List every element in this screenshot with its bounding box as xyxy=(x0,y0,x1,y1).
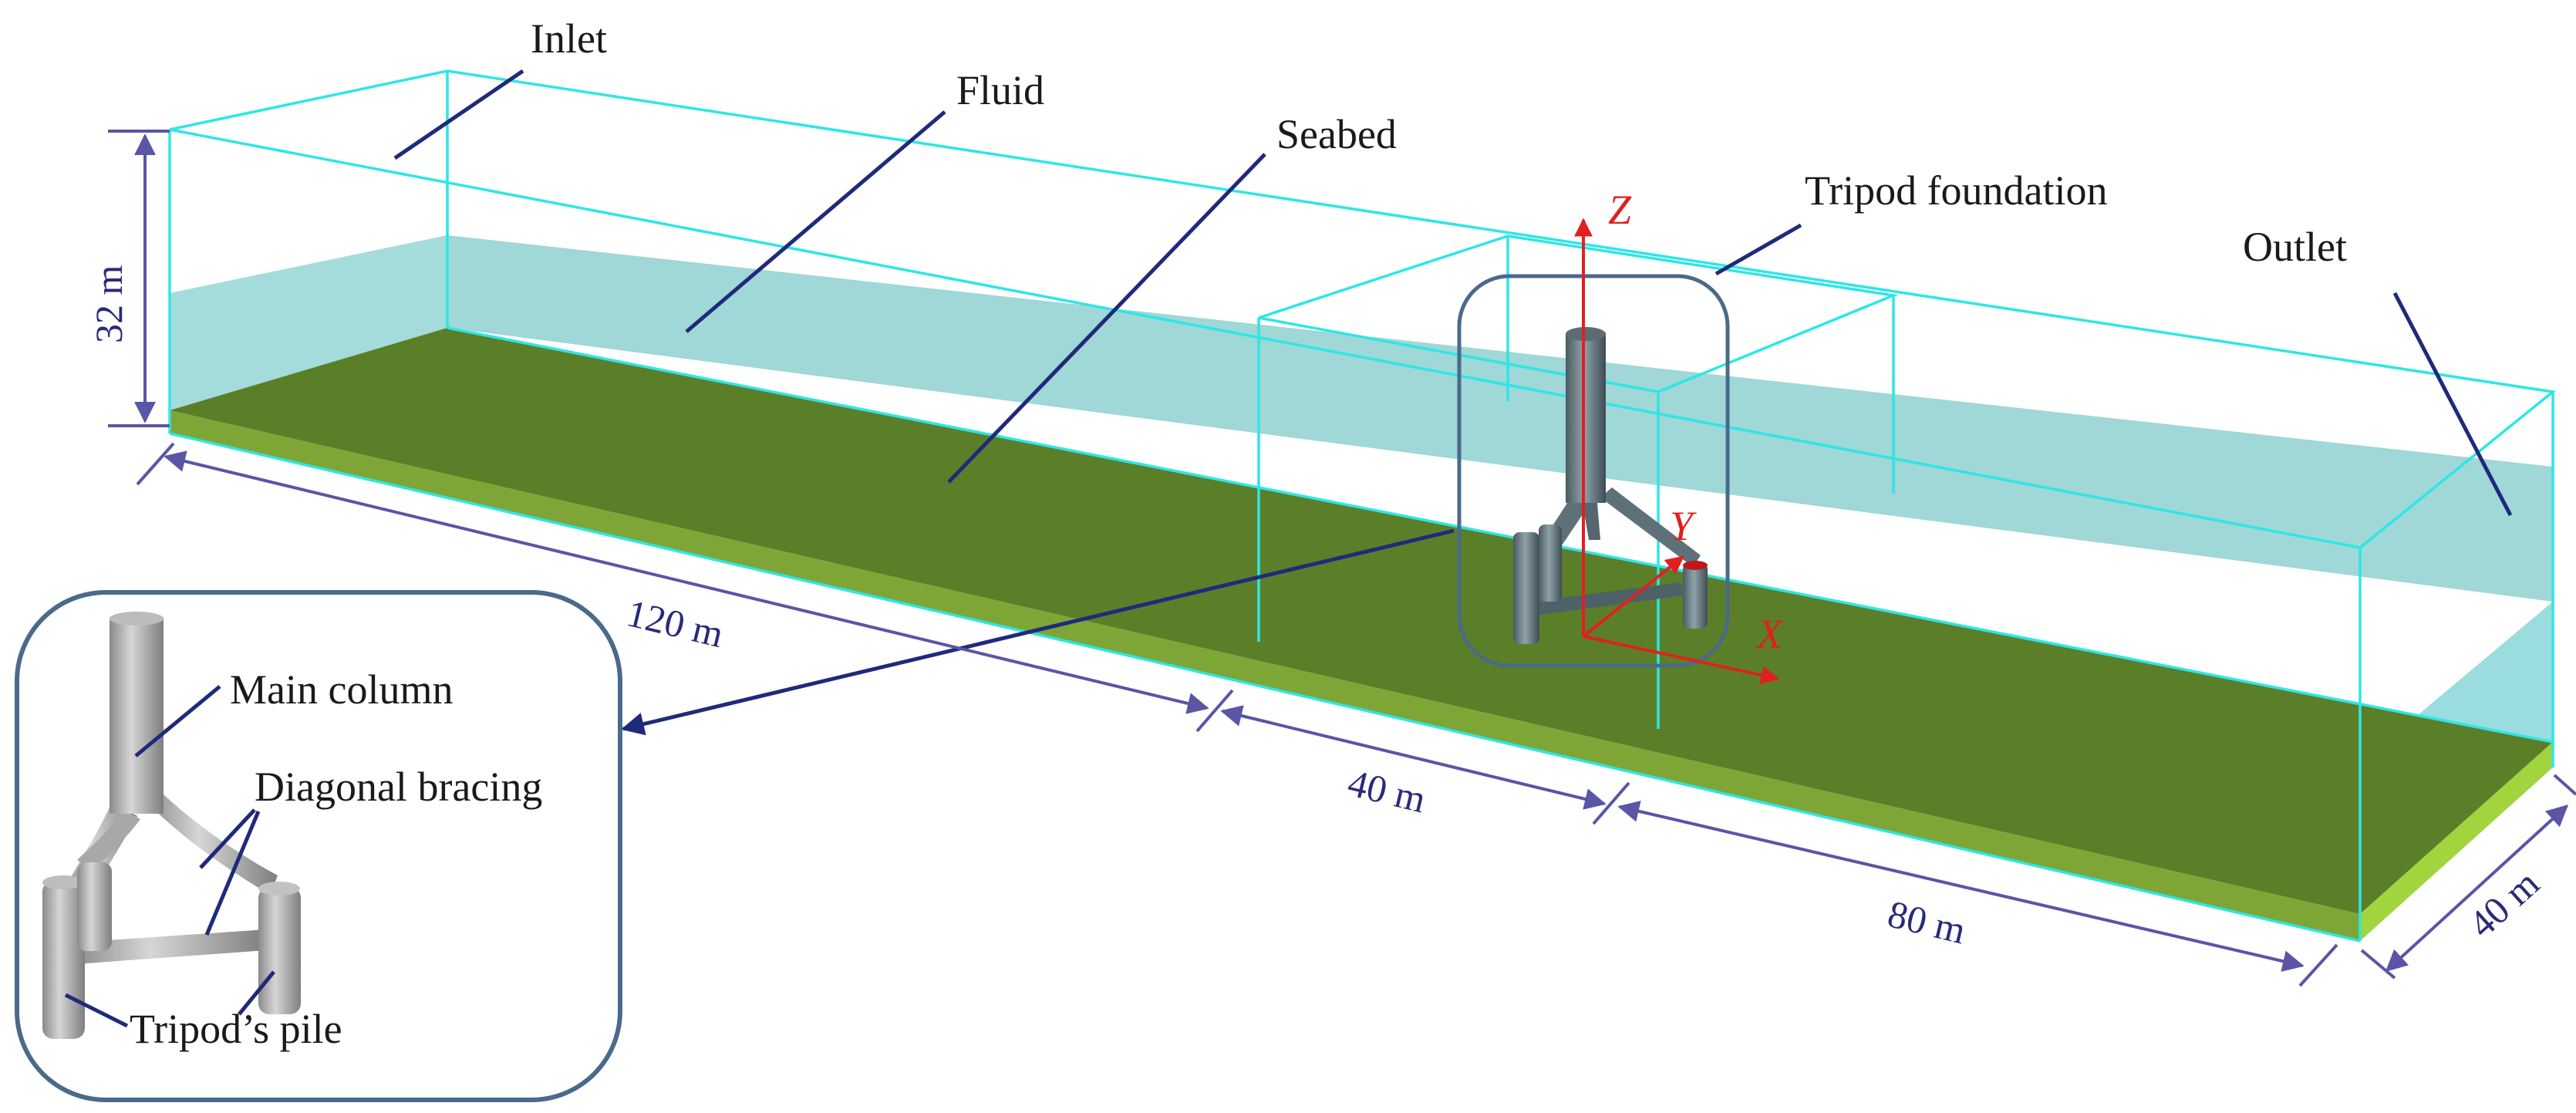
x-axis-label: X xyxy=(1755,611,1784,657)
y-axis-label: Y xyxy=(1670,503,1697,549)
outlet-leader xyxy=(2392,292,2513,517)
z-axis-label: Z xyxy=(1608,187,1632,233)
length-tick-2 xyxy=(1592,781,1630,825)
main-column-leader xyxy=(134,685,221,757)
tripod-pile-leader-right xyxy=(238,970,275,1016)
tripod-pile-right xyxy=(1683,563,1708,629)
seabed-leader xyxy=(947,153,1266,484)
coordinate-axes: Z Y X xyxy=(1574,187,1784,685)
inlet-leader xyxy=(393,69,524,160)
downstream-length-line xyxy=(1617,801,2305,972)
tripod-pile-left xyxy=(1513,532,1539,644)
tripod-foundation-model xyxy=(1457,274,1730,668)
fluid-label: Fluid xyxy=(956,67,1044,113)
inset-main-column xyxy=(110,617,164,814)
tripod-foundation-label: Tripod foundation xyxy=(1805,167,2108,214)
fluid-back-face xyxy=(447,235,2553,602)
width-tick-back xyxy=(2553,774,2576,796)
middle-length-label: 40 m xyxy=(1344,761,1430,821)
bottom-back-edge xyxy=(447,326,2554,744)
x-axis xyxy=(1583,635,1780,685)
tripod-brace-right xyxy=(1600,487,1701,567)
length-tick-end xyxy=(2298,943,2338,987)
diagonal-bracing-leader-1 xyxy=(199,808,256,869)
height-dimension-label: 32 m xyxy=(87,265,130,344)
inset-pile-right xyxy=(258,887,301,1014)
tripod-brace-back xyxy=(1581,494,1600,540)
tripod-main-column-cap xyxy=(1566,327,1606,341)
inset-frame xyxy=(15,590,622,1102)
tripod-pile-label: Tripod’s pile xyxy=(130,1006,342,1052)
inset-pile-right-top xyxy=(258,882,300,895)
inset-pile-left-top xyxy=(42,875,84,889)
tripod-pile-right-cap xyxy=(1683,561,1708,570)
middle-length-line xyxy=(1220,705,1607,810)
inset-pile-back xyxy=(77,862,112,951)
width-tick-front xyxy=(2360,949,2396,980)
tripod-foundation-leader xyxy=(1715,223,1802,276)
tripod-horizontal-brace xyxy=(1531,582,1683,616)
upstream-length-label: 120 m xyxy=(622,591,727,656)
tripod-callout-frame xyxy=(1457,274,1730,668)
outlet-label: Outlet xyxy=(2243,224,2347,270)
fluid-leader xyxy=(685,110,946,333)
upstream-length-line xyxy=(164,450,1209,714)
seabed-label: Seabed xyxy=(1276,111,1397,157)
downstream-length-label: 80 m xyxy=(1883,892,1970,952)
length-tick-1 xyxy=(1195,689,1234,733)
inset-main-column-top xyxy=(110,612,164,626)
tripod-main-column xyxy=(1566,333,1606,503)
y-axis xyxy=(1582,555,1684,638)
width-dimension-line xyxy=(2385,804,2569,972)
inset-brace-back xyxy=(77,810,140,872)
main-labels: Inlet Fluid Seabed Tripod foundation Out… xyxy=(531,15,2347,270)
diagonal-bracing-label: Diagonal bracing xyxy=(255,764,542,810)
tripod-pile-leader-left xyxy=(64,993,129,1028)
inset-horizontal-brace xyxy=(73,929,266,964)
diagonal-bracing-leader-2 xyxy=(204,811,261,936)
inlet-label: Inlet xyxy=(531,15,607,62)
fluid-inlet-face xyxy=(170,235,447,410)
domain-wireframe xyxy=(168,69,2557,943)
tripod-detail-inset: Main column Diagonal bracing Tripod’s pi… xyxy=(15,590,622,1102)
inset-brace-right xyxy=(147,794,278,895)
tripod-pile-back xyxy=(1539,524,1562,602)
length-tick-start xyxy=(136,442,175,486)
width-dimension-label: 40 m xyxy=(2460,862,2547,946)
main-column-label: Main column xyxy=(230,666,453,713)
